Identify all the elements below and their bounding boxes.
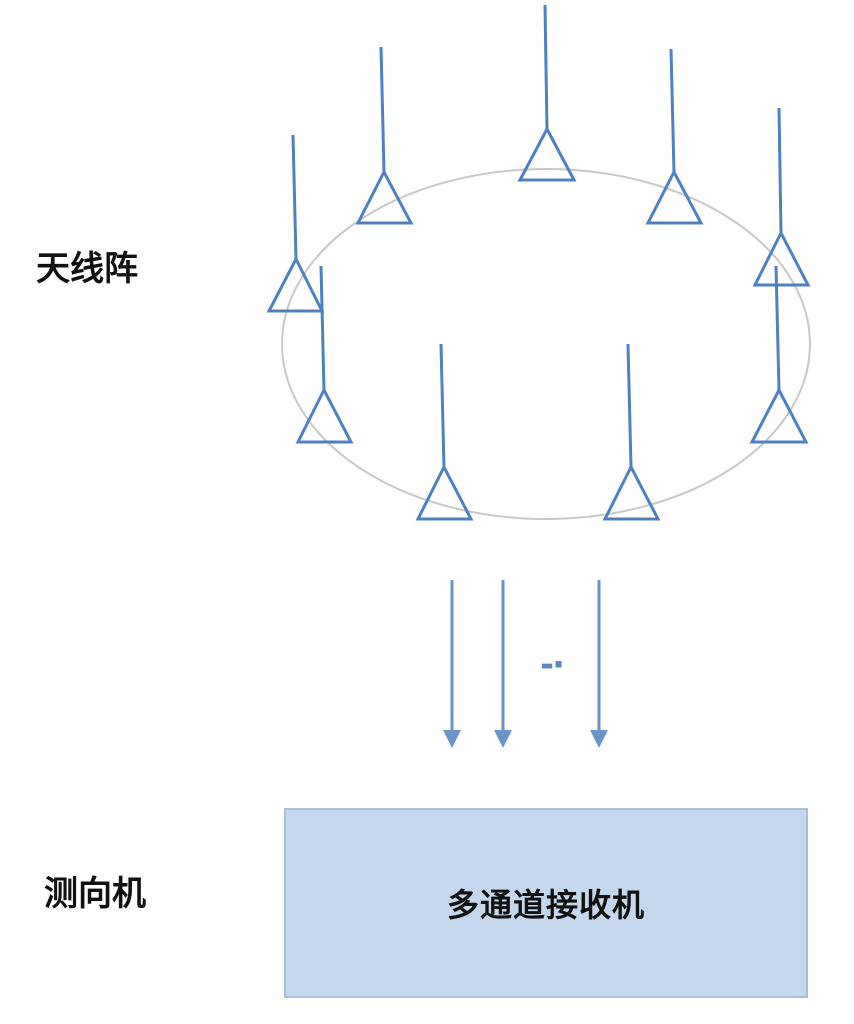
antenna-icon xyxy=(517,4,577,182)
signal-arrow xyxy=(443,580,461,748)
antenna-icon xyxy=(602,343,661,521)
array-ring xyxy=(281,168,811,520)
signal-arrow xyxy=(494,580,512,748)
antenna-icon xyxy=(415,343,474,521)
antenna-icon xyxy=(295,265,354,444)
receiver-label: 多通道接收机 xyxy=(446,886,645,924)
signal-arrow xyxy=(590,580,608,748)
multichannel-receiver-box: 多通道接收机 xyxy=(284,808,808,998)
antenna-icon xyxy=(355,46,414,225)
antenna-icon xyxy=(645,48,704,225)
antenna-icon xyxy=(266,134,325,313)
channel-ellipsis: -· xyxy=(540,645,565,685)
antenna-array-label: 天线阵 xyxy=(36,249,138,289)
antenna-icon xyxy=(752,107,811,287)
antenna-icon xyxy=(749,265,809,444)
direction-finder-label: 测向机 xyxy=(44,874,146,914)
